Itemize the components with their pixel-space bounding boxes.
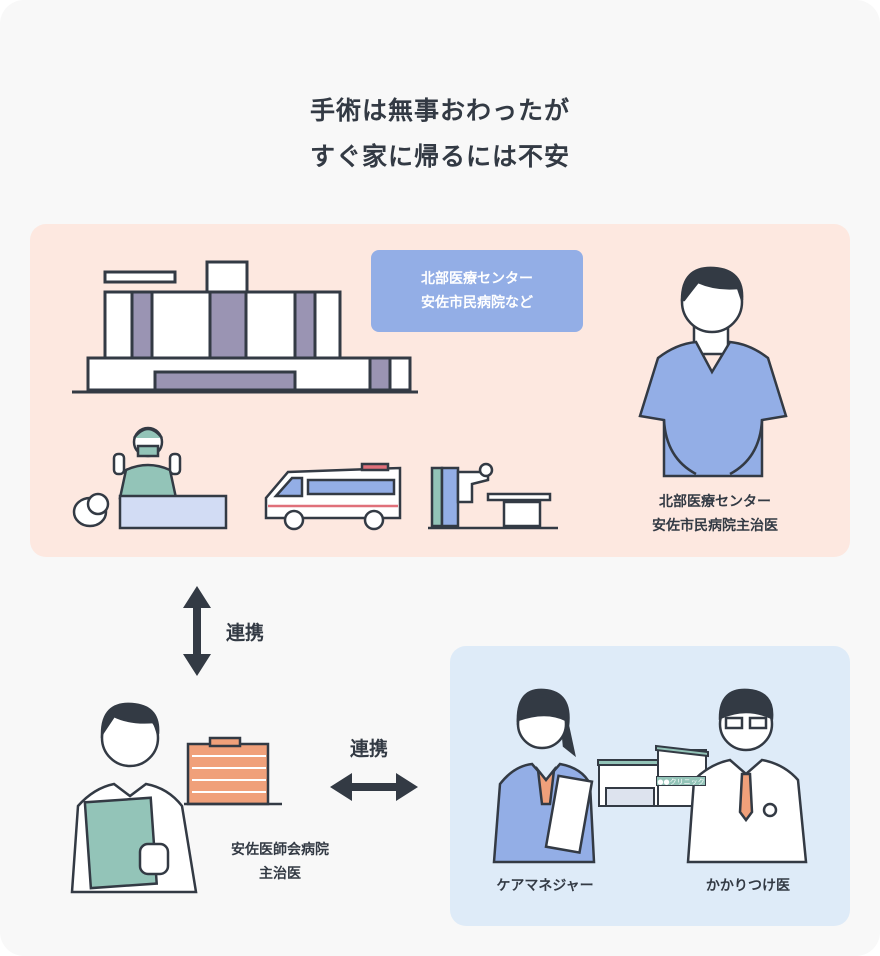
family-doctor-label: かかりつけ医 bbox=[705, 878, 791, 894]
association-doctor-line-1: 安佐医師会病院 bbox=[231, 842, 329, 858]
care-manager-illustration bbox=[492, 688, 596, 864]
vertical-double-arrow-icon bbox=[183, 586, 211, 676]
association-doctor-line-2: 主治医 bbox=[259, 866, 301, 882]
hospital-doctor-label: 北部医療センター 安佐市民病院主治医 bbox=[600, 490, 830, 538]
link-label-horizontal: 連携 bbox=[350, 738, 389, 760]
family-doctor-illustration bbox=[686, 688, 808, 864]
badge-line-2: 安佐市民病院など bbox=[421, 295, 533, 311]
page-title: 手術は無事おわったが すぐ家に帰るには不安 bbox=[0, 88, 880, 180]
horizontal-double-arrow-icon bbox=[330, 773, 418, 801]
hospital-doctor-illustration bbox=[638, 266, 788, 478]
ct-scanner-illustration bbox=[428, 462, 558, 530]
hospital-building-illustration bbox=[72, 260, 418, 394]
ambulance-illustration bbox=[264, 462, 402, 531]
badge-line-1: 北部医療センター bbox=[421, 271, 533, 287]
hospital-badge: 北部医療センター 安佐市民病院など bbox=[371, 250, 583, 332]
hospital-doctor-line-1: 北部医療センター bbox=[659, 494, 771, 510]
surgeon-patient-illustration bbox=[72, 426, 228, 530]
clinic-sign: ●●クリニック bbox=[656, 776, 706, 786]
link-label-vertical: 連携 bbox=[226, 622, 265, 644]
title-line-2: すぐ家に帰るには不安 bbox=[309, 142, 570, 171]
association-doctor-illustration bbox=[70, 702, 282, 894]
hospital-doctor-line-2: 安佐市民病院主治医 bbox=[652, 518, 778, 534]
title-line-1: 手術は無事おわったが bbox=[309, 96, 570, 125]
care-manager-label: ケアマネジャー bbox=[496, 878, 594, 894]
association-doctor-label: 安佐医師会病院 主治医 bbox=[200, 838, 360, 886]
